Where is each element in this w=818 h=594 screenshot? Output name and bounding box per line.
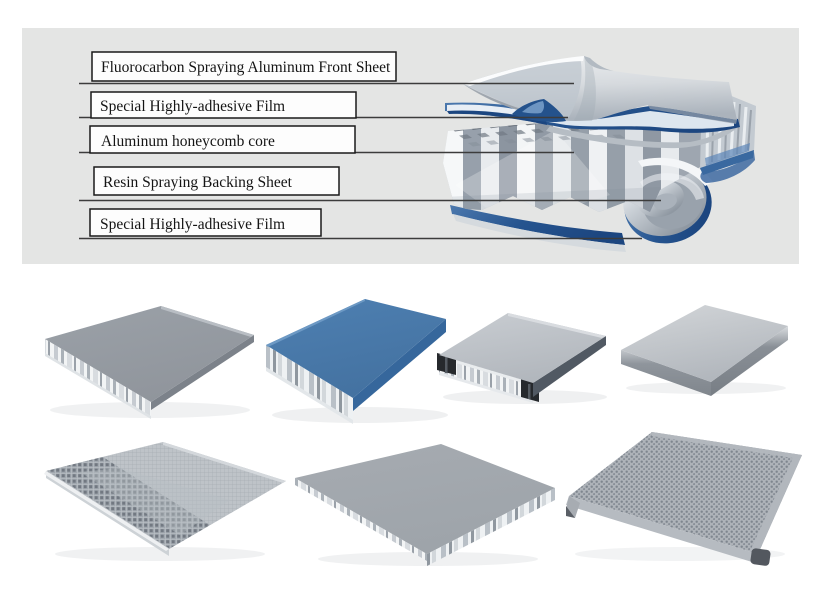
svg-text:Special Highly-adhesive Film: Special Highly-adhesive Film <box>100 98 285 115</box>
svg-text:Resin Spraying Backing Sheet: Resin Spraying Backing Sheet <box>103 174 293 191</box>
svg-text:Fluorocarbon Spraying Aluminum: Fluorocarbon Spraying Aluminum Front She… <box>101 59 391 76</box>
svg-text:Special Highly-adhesive Film: Special Highly-adhesive Film <box>100 216 285 233</box>
svg-text:Aluminum honeycomb core: Aluminum honeycomb core <box>101 133 275 150</box>
